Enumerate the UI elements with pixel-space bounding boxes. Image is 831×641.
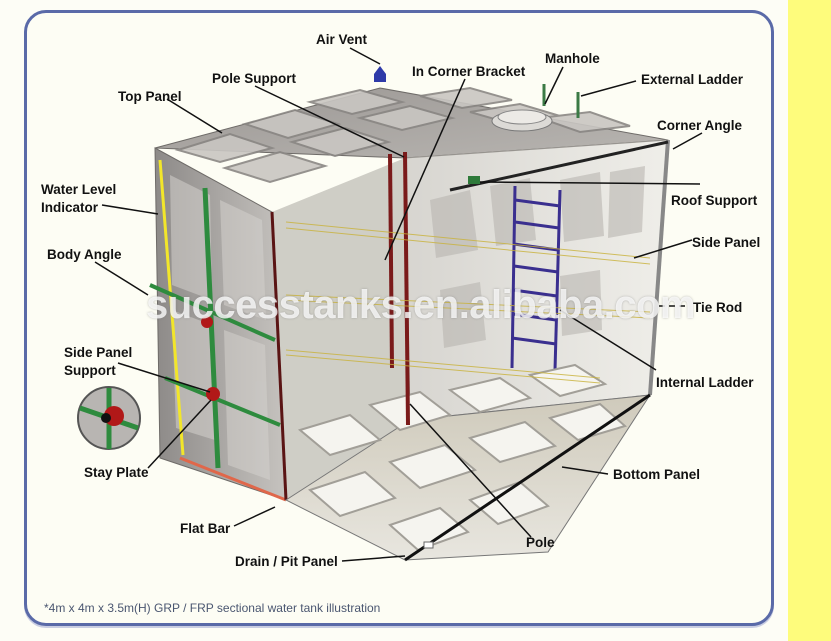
- label-pole-support: Pole Support: [212, 71, 296, 86]
- drain-pit: [423, 541, 434, 549]
- leader-lines: [94, 47, 703, 562]
- label-top-panel: Top Panel: [118, 89, 182, 104]
- label-tie-rod: Tie Rod: [693, 300, 743, 315]
- body-angle-horizontal: [149, 283, 276, 342]
- label-water-level-indicator: Water Level: [41, 182, 117, 197]
- stay-plate-inset: [77, 386, 141, 450]
- back-wall: [404, 139, 670, 421]
- label-stay-plate: Stay Plate: [84, 465, 149, 480]
- label-drain-pit-panel: Drain / Pit Panel: [235, 554, 338, 569]
- label-in-corner-bracket: In Corner Bracket: [412, 64, 526, 79]
- label-external-ladder: External Ladder: [641, 72, 744, 87]
- label-roof-support: Roof Support: [671, 193, 758, 208]
- body-angle-vertical: [202, 187, 221, 469]
- label-pole: Pole: [526, 535, 555, 550]
- stay-plate-dot: [206, 387, 220, 401]
- label-side-panel: Side Panel: [692, 235, 761, 250]
- flat-bar: [179, 456, 287, 502]
- watermark: successtanks.en.alibaba.com: [146, 283, 696, 327]
- air-vent-icon: [374, 66, 386, 82]
- label-side-panel-support-line2: Support: [64, 363, 116, 378]
- label-bottom-panel: Bottom Panel: [613, 467, 701, 482]
- tie-rods: [285, 221, 651, 384]
- label-air-vent: Air Vent: [316, 32, 368, 47]
- label-side-panel-support: Side Panel: [64, 345, 133, 360]
- bottom-panel: [284, 363, 651, 562]
- poles: [285, 151, 651, 426]
- water-level-indicator: [158, 159, 185, 456]
- label-internal-ladder: Internal Ladder: [656, 375, 754, 390]
- label-manhole: Manhole: [545, 51, 600, 66]
- side-yellow-strip: [788, 0, 831, 641]
- label-body-angle: Body Angle: [47, 247, 122, 262]
- label-corner-angle: Corner Angle: [657, 118, 743, 133]
- label-water-level-indicator-line2: Indicator: [41, 200, 99, 215]
- corner-angle: [648, 139, 670, 396]
- top-panel: [154, 66, 669, 184]
- diagram-caption: *4m x 4m x 3.5m(H) GRP / FRP sectional w…: [44, 601, 381, 615]
- label-flat-bar: Flat Bar: [180, 521, 231, 536]
- left-wall: [149, 147, 410, 502]
